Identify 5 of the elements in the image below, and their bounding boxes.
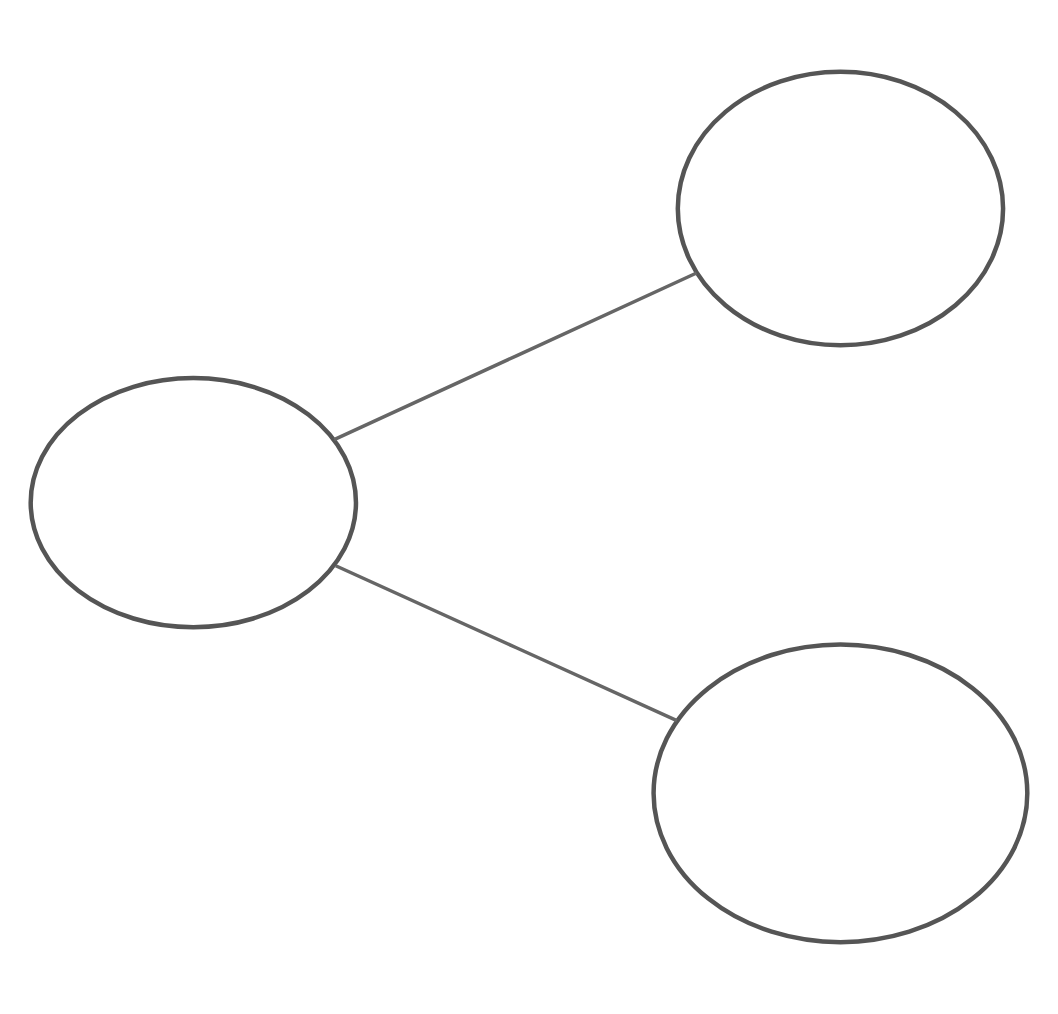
connector (335, 564, 678, 723)
node-ellipse (28, 375, 359, 630)
node-ellipse (651, 642, 1030, 945)
connector (333, 271, 698, 442)
node-ellipse (675, 69, 1006, 348)
